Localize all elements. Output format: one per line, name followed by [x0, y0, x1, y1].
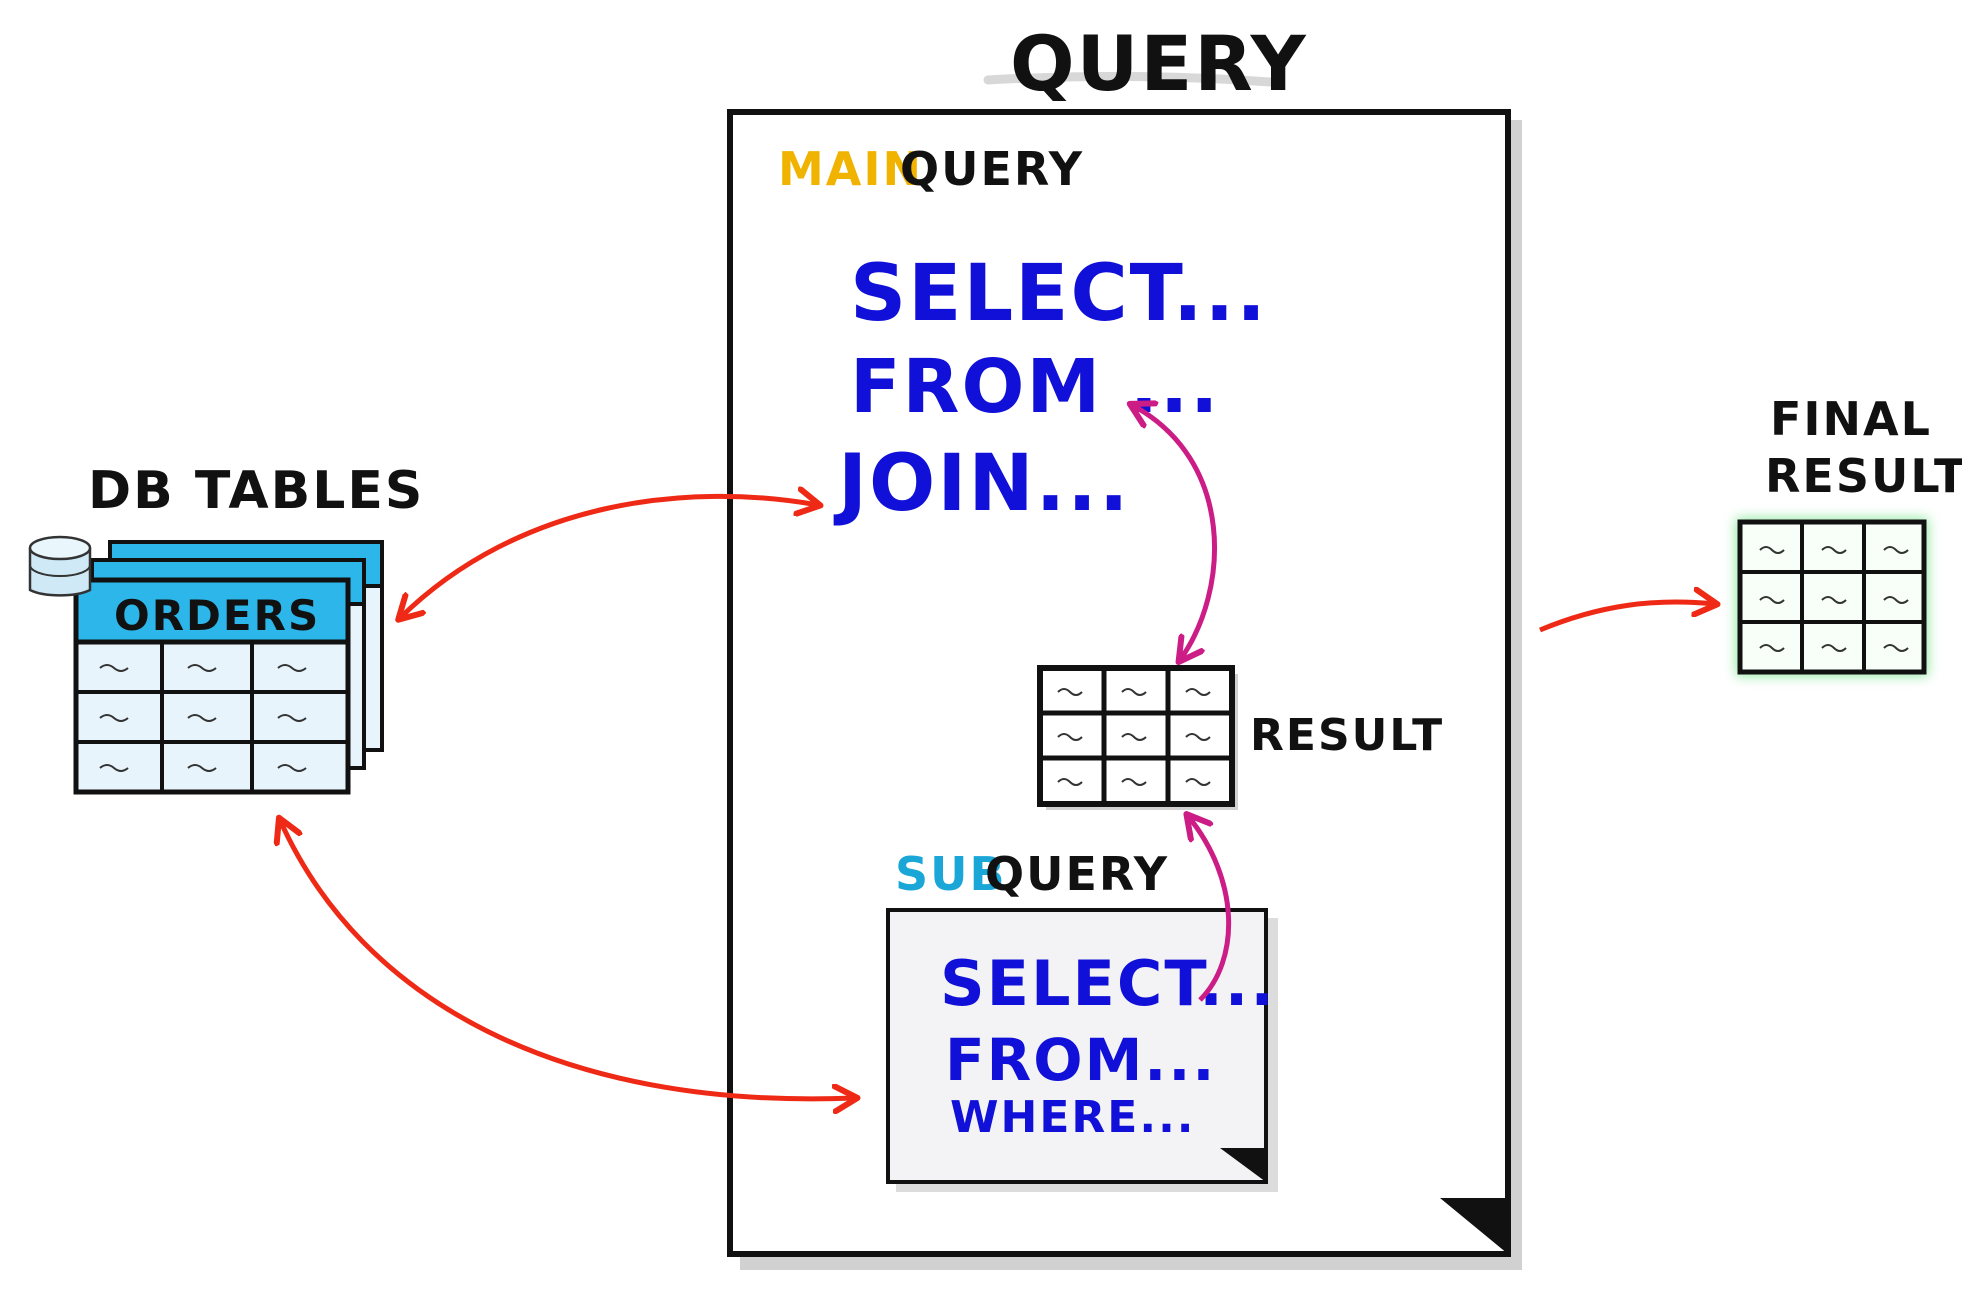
- sub-sql-from: FROM...: [945, 1026, 1216, 1094]
- sub-card-folded-corner: [1220, 1148, 1266, 1182]
- page-title: QUERY: [1010, 19, 1308, 108]
- arrow-to-final-result: [1539, 602, 1715, 633]
- arrow-subquery-to-db-tables: [280, 820, 855, 1099]
- arrow-join-to-db-tables: [400, 496, 818, 618]
- db-tables-label: DB TABLES: [88, 461, 424, 521]
- sub-query-label-accent: SUB: [895, 847, 1007, 901]
- arrow-result-to-from: [1132, 405, 1218, 660]
- main-card-folded-corner: [1440, 1198, 1508, 1254]
- main-sql-from: FROM ...: [850, 344, 1220, 430]
- sub-sql-select: SELECT...: [940, 947, 1276, 1020]
- sub-query-card: [886, 908, 1268, 1184]
- sub-sql-where: WHERE...: [950, 1092, 1196, 1143]
- db-tables-stack: [73, 540, 384, 795]
- database-icon: [28, 535, 92, 597]
- main-sql-join: JOIN...: [833, 439, 1131, 529]
- intermediate-result-label: RESULT: [1250, 710, 1444, 761]
- final-result-label-line2: RESULT: [1765, 449, 1962, 503]
- main-sql-select: SELECT...: [850, 249, 1268, 339]
- final-result-table: [1736, 518, 1928, 676]
- title-underline-shadow: [983, 71, 1275, 87]
- sub-query-label: QUERY: [985, 847, 1169, 901]
- final-result-label-line1: FINAL: [1770, 392, 1932, 446]
- main-query-label: QUERY: [900, 142, 1084, 196]
- intermediate-result-table: [1037, 665, 1238, 810]
- main-query-label-accent: MAIN: [778, 142, 923, 196]
- table-name-orders: ORDERS: [114, 591, 320, 640]
- arrow-subquery-to-result: [1188, 816, 1232, 1002]
